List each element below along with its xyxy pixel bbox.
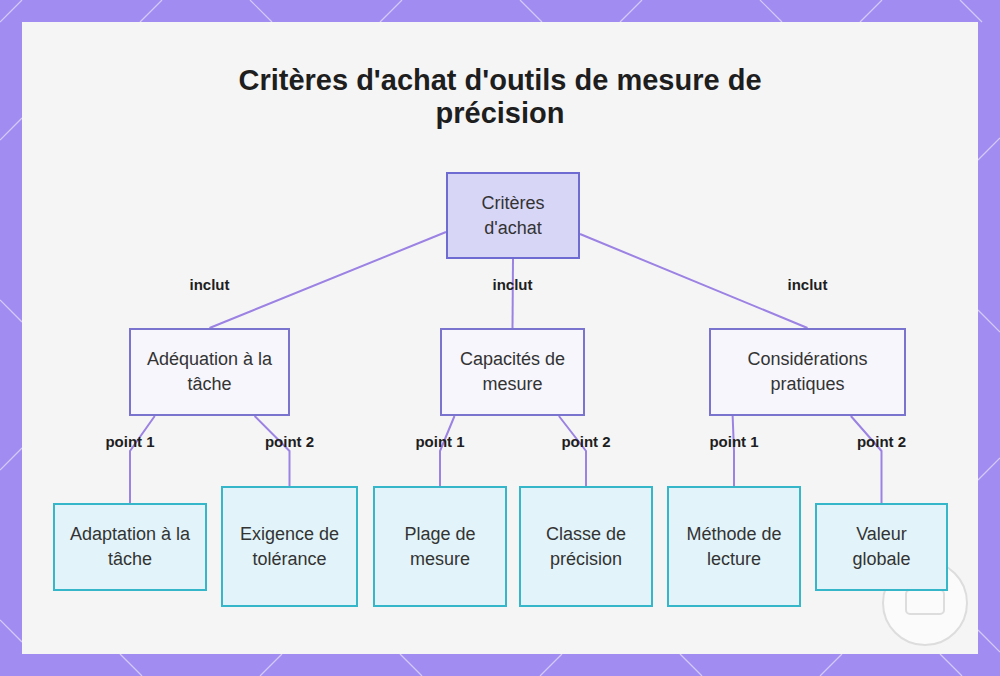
node-label: Classe de précision (529, 522, 643, 572)
node-label: Critères d'achat (456, 191, 570, 241)
category-box: Adéquation à la tâche (129, 328, 290, 416)
category-box: Considérations pratiques (709, 328, 906, 416)
node-label: Valeur globale (825, 522, 938, 572)
edge-label: point 2 (265, 433, 314, 450)
connector-line (512, 259, 515, 328)
node-text-group: Méthode de lecture (677, 522, 791, 572)
edge-label: point 1 (105, 433, 154, 450)
connector-line (851, 416, 882, 503)
node-label: Exigence de tolérance (231, 522, 348, 572)
node-label: Capacités de mesure (450, 347, 575, 397)
edge-label: inclut (190, 276, 230, 293)
connector-line (733, 416, 734, 486)
connector-line (255, 416, 290, 486)
connector-line (580, 234, 808, 328)
criterion-box: Plage de mesure (373, 486, 507, 607)
root-box: Critères d'achat (446, 172, 580, 259)
node-label: Plage de mesure (383, 522, 497, 572)
connector-line (210, 232, 447, 328)
category-box: Capacités de mesure (440, 328, 585, 416)
edge-label: point 2 (561, 433, 610, 450)
node-label: Considérations pratiques (719, 347, 896, 397)
connector-line (559, 416, 586, 486)
connector-line (440, 416, 455, 486)
node-text-group: Plage de mesure (383, 522, 497, 572)
node-label: Adaptation à la tâche (63, 522, 197, 572)
edge-label: point 1 (709, 433, 758, 450)
criterion-box: Exigence de tolérance (221, 486, 358, 607)
node-text-group: Valeur globale (825, 522, 938, 572)
criterion-box: Classe de précision (519, 486, 653, 607)
edge-label: point 2 (857, 433, 906, 450)
node-text-group: Classe de précision (529, 522, 643, 572)
node-text-group: Exigence de tolérance (231, 522, 348, 572)
node-text-group: Critères d'achat (456, 191, 570, 241)
node-label: Méthode de lecture (677, 522, 791, 572)
edge-label: inclut (788, 276, 828, 293)
node-text-group: Considérations pratiques (719, 347, 896, 397)
node-label: Adéquation à la tâche (139, 347, 280, 397)
connector-line (130, 416, 155, 503)
criterion-box: Adaptation à la tâche (53, 503, 207, 591)
node-text-group: Adéquation à la tâche (139, 347, 280, 397)
node-text-group: Capacités de mesure (450, 347, 575, 397)
criterion-box: Méthode de lecture (667, 486, 801, 607)
edge-label: inclut (493, 276, 533, 293)
diagram-title: Critères d'achat d'outils de mesure de p… (200, 64, 800, 130)
node-text-group: Adaptation à la tâche (63, 522, 197, 572)
criterion-box: Valeur globale (815, 503, 948, 591)
edge-label: point 1 (415, 433, 464, 450)
